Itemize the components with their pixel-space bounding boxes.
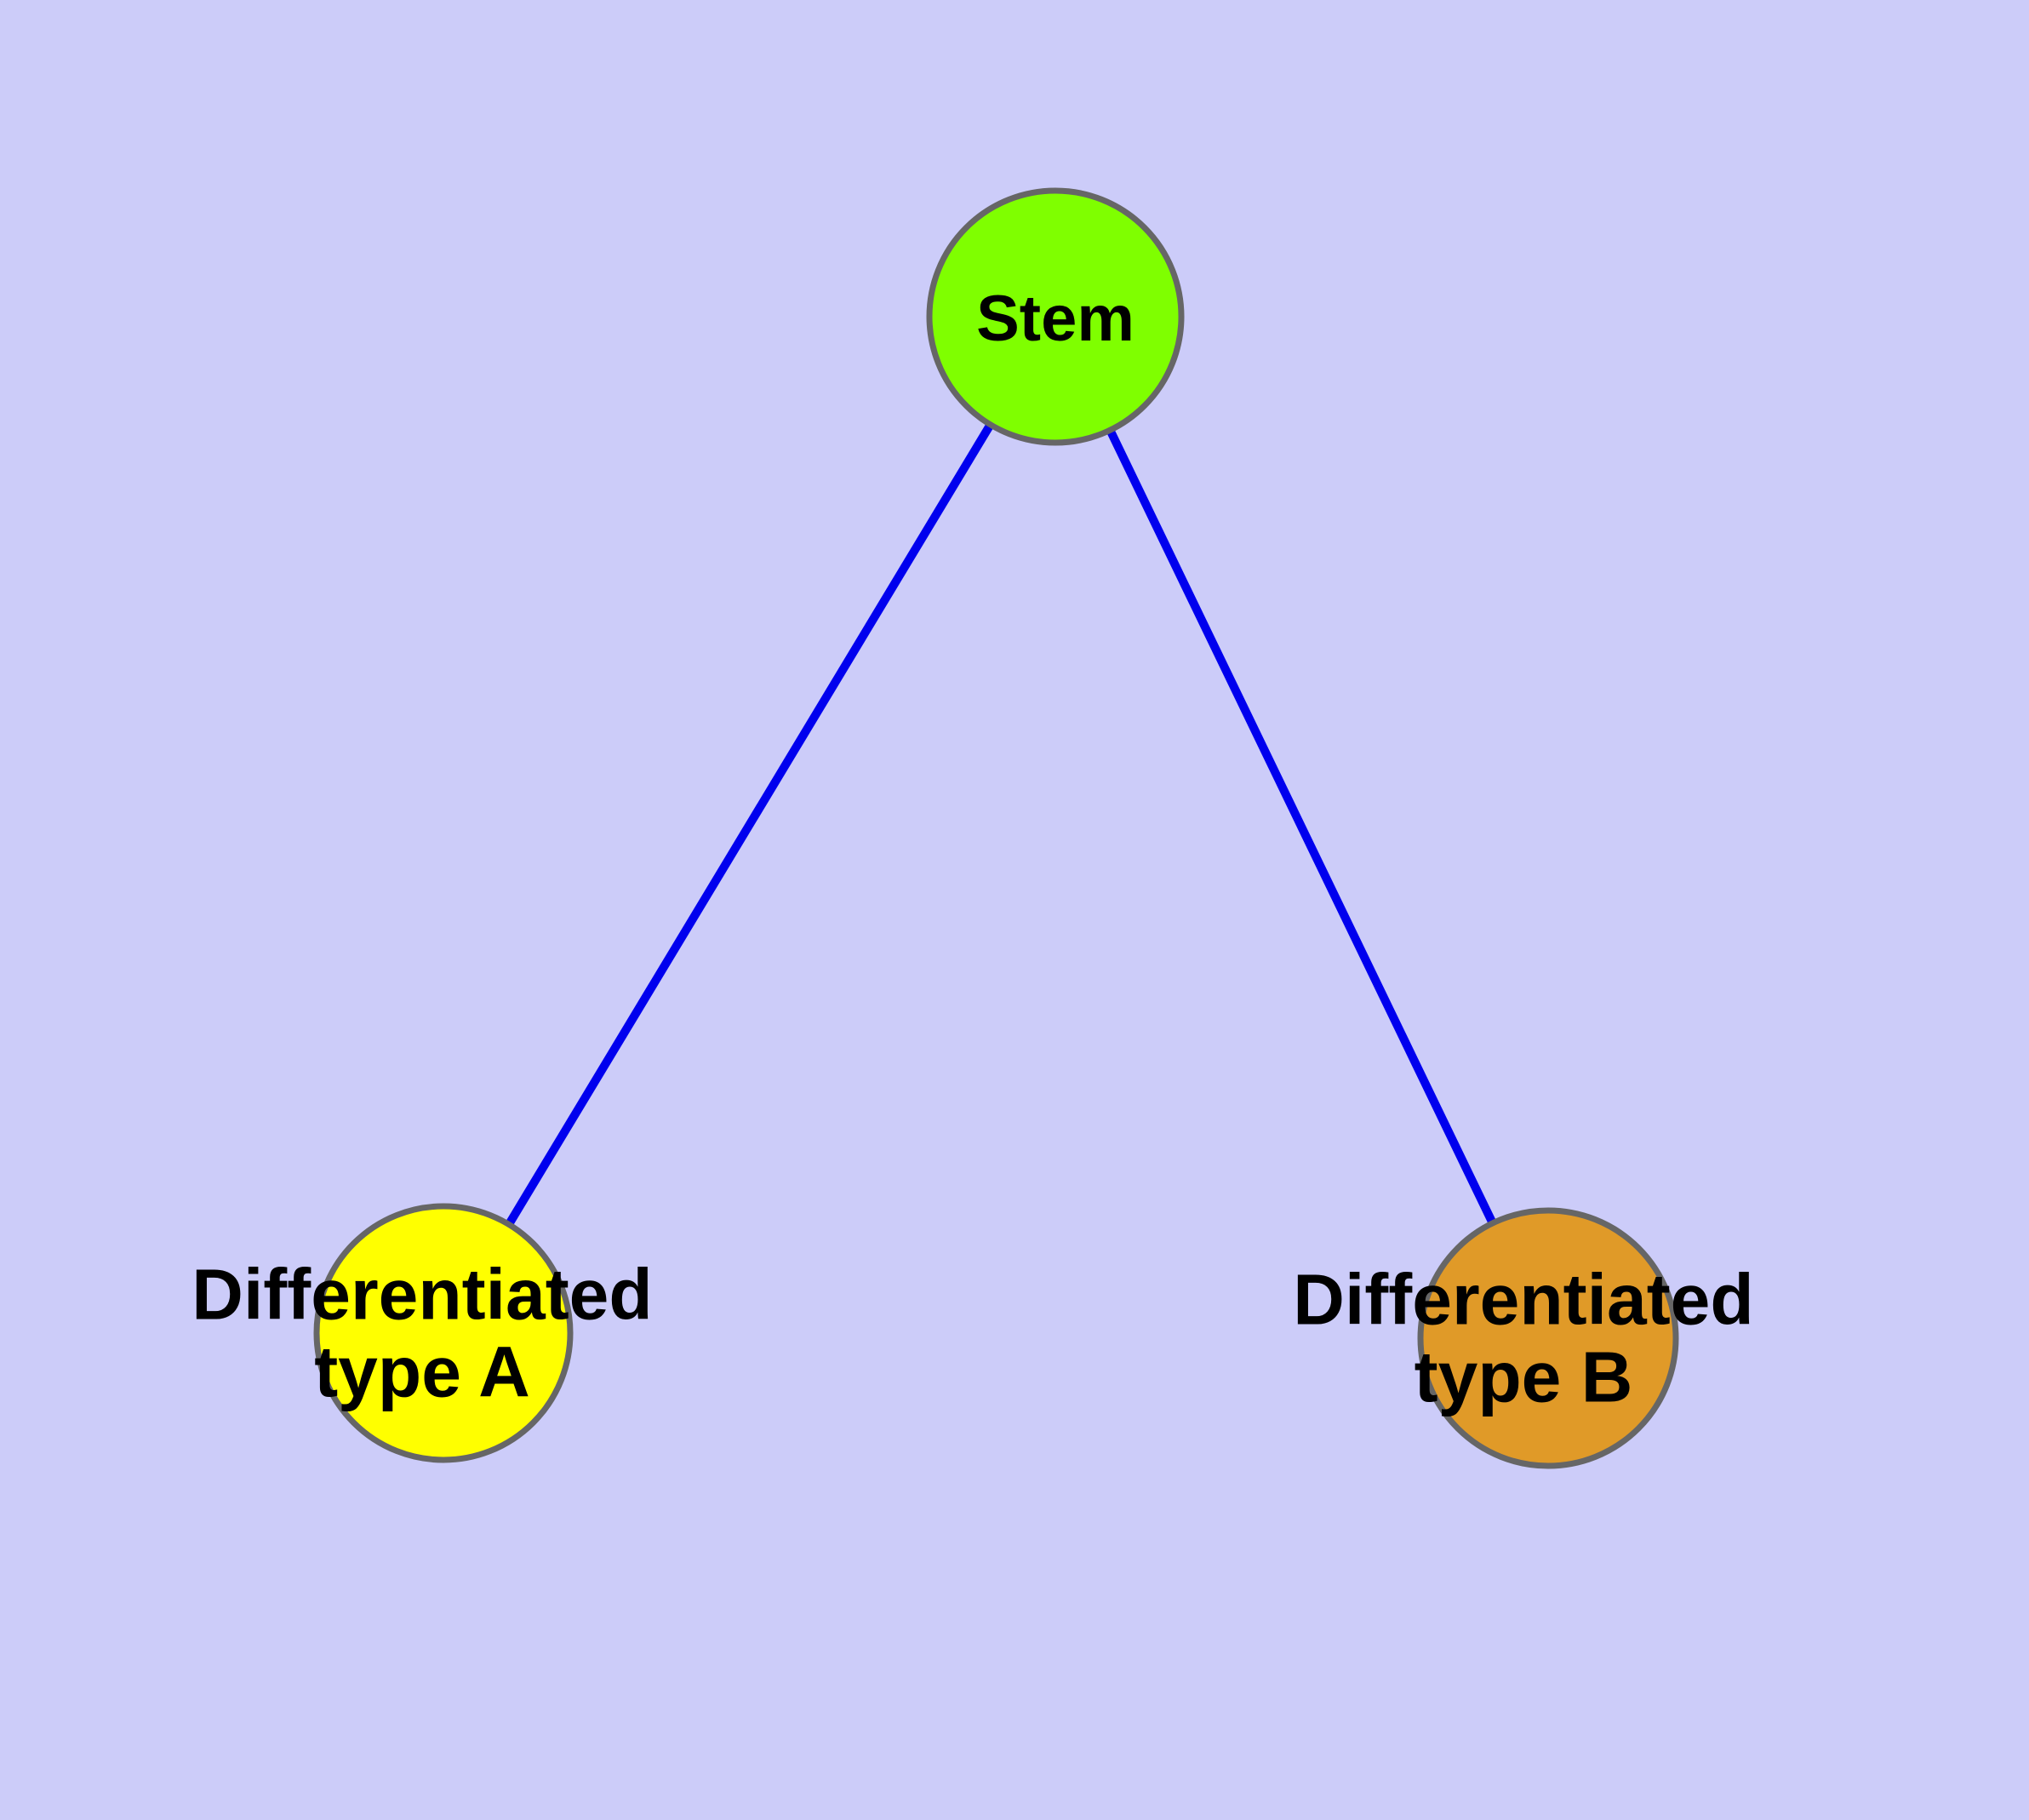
edge-stem-diff-a [506, 423, 993, 1226]
edges-layer [506, 423, 1496, 1226]
node-circle-diff-b[interactable] [1417, 1207, 1679, 1469]
nodes-layer [313, 187, 1679, 1469]
edge-stem-diff-b [1106, 429, 1496, 1224]
node-circle-diff-a[interactable] [313, 1203, 574, 1463]
node-circle-stem[interactable] [926, 187, 1185, 446]
